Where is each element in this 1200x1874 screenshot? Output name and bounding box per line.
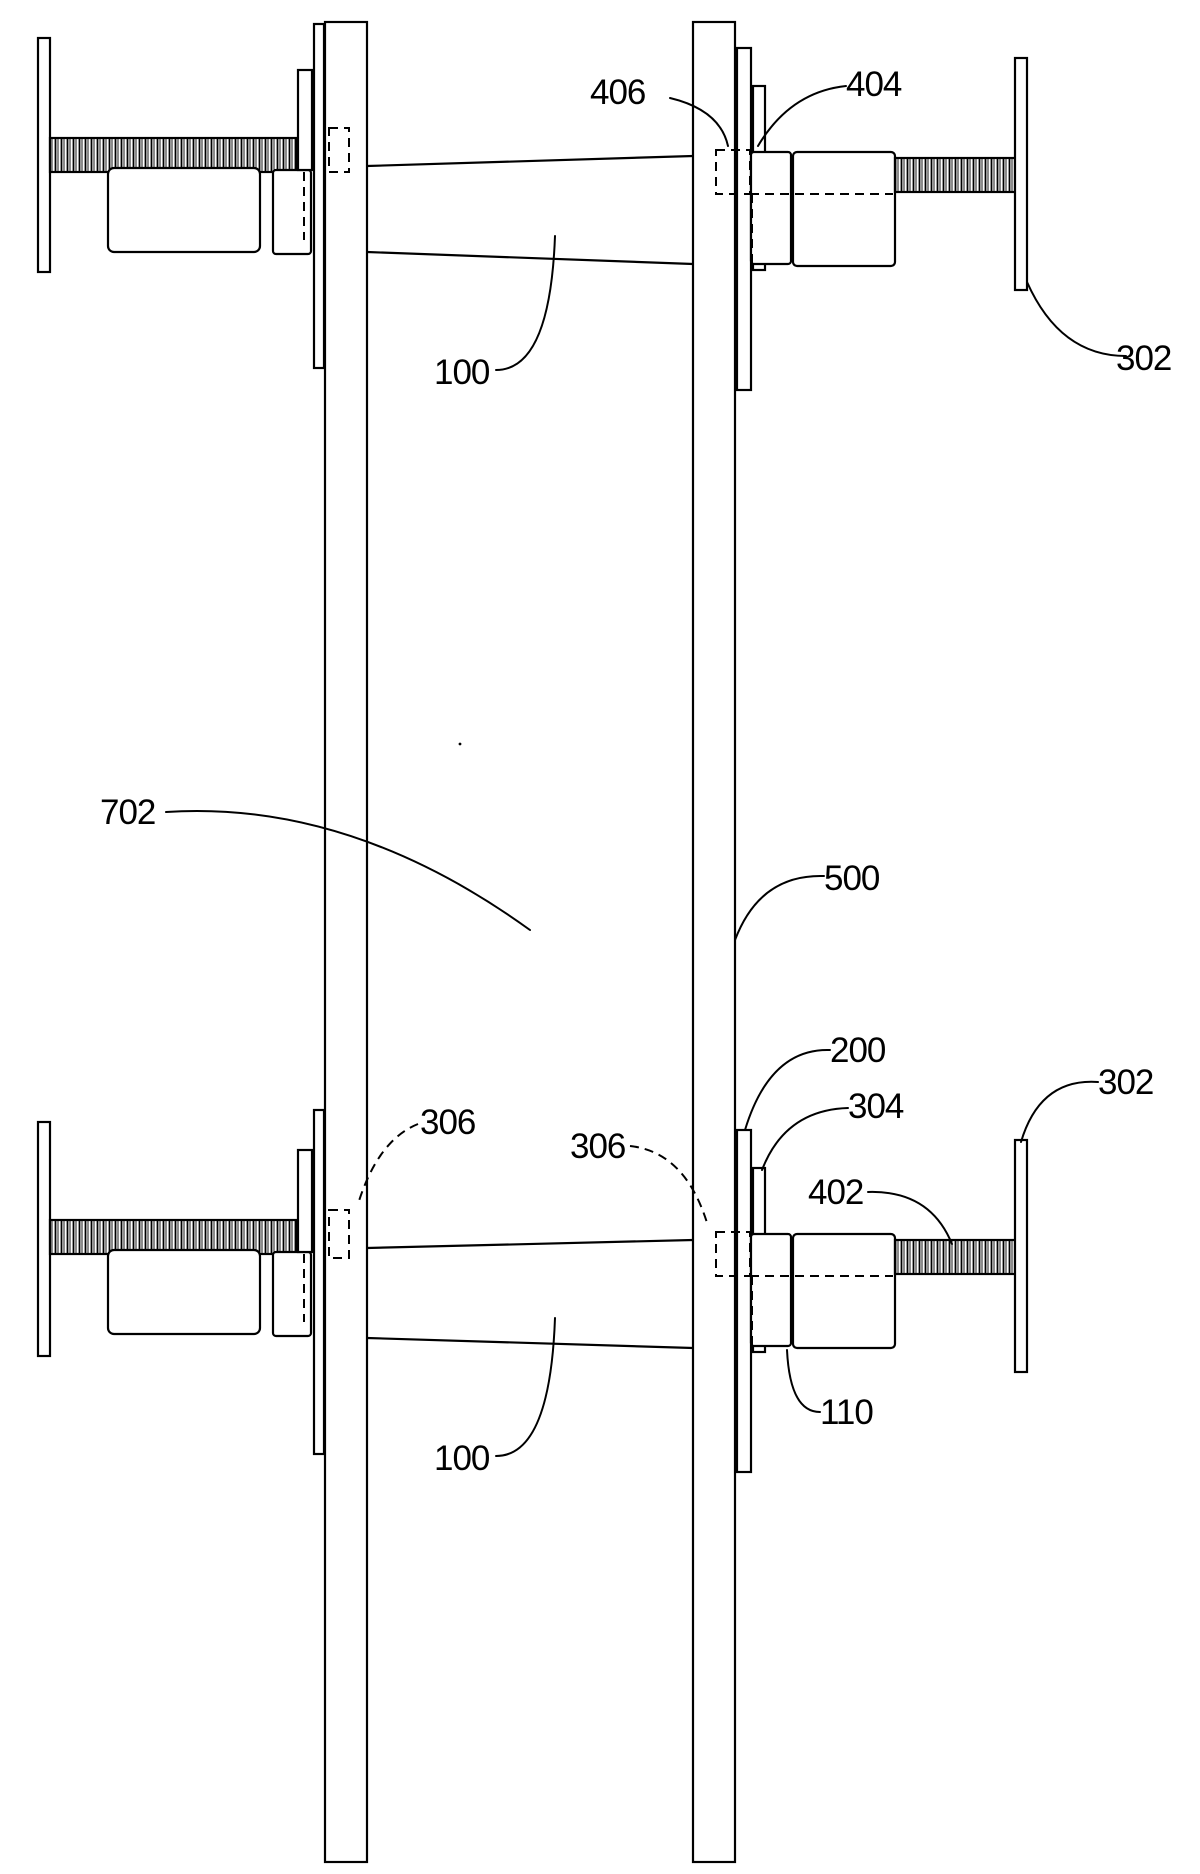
leader-302-bottom <box>1020 1080 1099 1143</box>
leader-404 <box>757 85 847 147</box>
left-top-threaded-rod <box>48 136 298 174</box>
leader-304 <box>761 1107 849 1171</box>
right-top-hidden-pin <box>715 149 751 195</box>
leader-100-top <box>495 235 556 371</box>
right-bottom-threaded-rod-402 <box>893 1238 1017 1276</box>
right-top-threaded-rod <box>893 156 1017 194</box>
leader-306-left <box>357 1123 419 1205</box>
label-302-top: 302 <box>1116 339 1171 378</box>
left-top-coupler <box>271 168 313 256</box>
label-302-bottom: 302 <box>1098 1063 1153 1102</box>
leader-702 <box>165 810 531 931</box>
right-top-mount-plate <box>735 46 753 392</box>
left-bottom-nut <box>296 1148 314 1254</box>
left-top-mount-plate <box>312 22 326 370</box>
member-100-top-lower-edge <box>366 250 694 266</box>
leader-306-right <box>629 1145 709 1227</box>
leader-402 <box>867 1190 953 1245</box>
leader-500 <box>734 874 825 941</box>
leader-302-top <box>1026 281 1127 357</box>
right-bottom-motor-body <box>791 1232 897 1350</box>
label-702: 702 <box>100 793 155 832</box>
right-bottom-hidden-pin <box>715 1231 751 1277</box>
leader-100-bottom <box>495 1317 556 1457</box>
label-100-top: 100 <box>434 353 490 392</box>
member-100-bottom-lower-edge <box>366 1336 694 1350</box>
label-306-right: 306 <box>570 1127 625 1166</box>
left-top-nut <box>296 68 314 172</box>
left-top-foot-plate <box>36 36 52 274</box>
right-bottom-coupler-110 <box>749 1232 793 1348</box>
leader-110 <box>786 1349 821 1413</box>
left-top-hidden-pin <box>328 127 350 173</box>
label-402: 402 <box>808 1173 863 1212</box>
left-bottom-coupler <box>271 1250 313 1338</box>
left-bottom-motor-body <box>106 1248 262 1336</box>
left-bottom-mount-plate <box>312 1108 326 1456</box>
right-bottom-mount-plate-200 <box>735 1128 753 1474</box>
left-bottom-hidden-pin <box>328 1209 350 1259</box>
right-top-coupler <box>749 150 793 266</box>
member-100-bottom-upper-edge <box>366 1238 694 1250</box>
right-column-500 <box>691 20 737 1864</box>
label-500: 500 <box>824 859 880 898</box>
label-100-bottom: 100 <box>434 1439 490 1478</box>
label-110: 110 <box>820 1393 873 1432</box>
label-200: 200 <box>830 1031 886 1070</box>
stray-dot <box>458 742 462 746</box>
label-404: 404 <box>846 65 902 104</box>
leader-200 <box>744 1048 831 1131</box>
label-406: 406 <box>590 73 645 112</box>
right-top-motor-body <box>791 150 897 268</box>
member-100-top-upper-edge <box>366 154 694 168</box>
label-306-left: 306 <box>420 1103 475 1142</box>
label-304: 304 <box>848 1087 904 1126</box>
left-top-motor-body <box>106 166 262 254</box>
right-bottom-foot-plate-302 <box>1013 1138 1029 1374</box>
left-bottom-foot-plate <box>36 1120 52 1358</box>
leader-406 <box>669 97 729 147</box>
left-column <box>323 20 369 1864</box>
right-top-foot-plate <box>1013 56 1029 292</box>
